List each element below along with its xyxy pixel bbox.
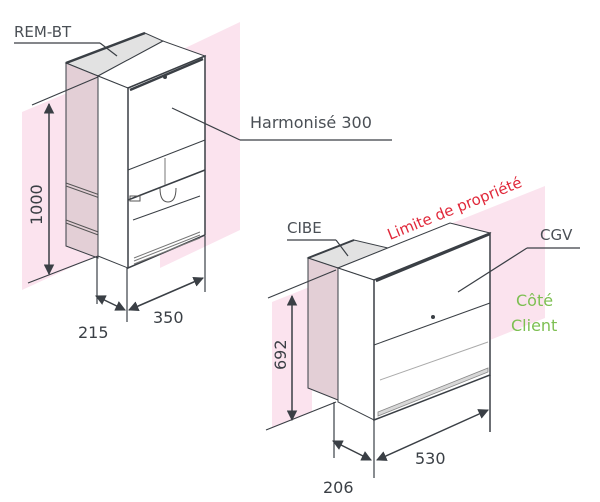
right-unit: CIBE Limite de propriété CGV Côté Client… — [265, 173, 580, 497]
height-value-right: 692 — [271, 339, 290, 370]
width-value-right: 530 — [415, 449, 446, 468]
depth-value-left: 215 — [78, 323, 109, 342]
boiler-side — [97, 75, 129, 269]
cgv-side — [337, 267, 375, 421]
width-dimension-arrow-right — [376, 409, 489, 461]
depth-dimension-arrow — [95, 295, 126, 311]
client-side-label-line2: Client — [511, 316, 557, 335]
width-dimension-arrow — [128, 276, 204, 312]
left-unit: REM-BT Harmonisé 300 1000 215 350 — [14, 22, 392, 342]
cibe-label: CIBE — [287, 219, 322, 237]
rem-bt-side — [65, 62, 99, 259]
depth-value-right: 206 — [323, 478, 354, 497]
cgv-label: CGV — [540, 226, 573, 244]
harmonise-label: Harmonisé 300 — [250, 113, 372, 132]
width-value-left: 350 — [153, 308, 184, 327]
wall-back-right — [440, 186, 545, 340]
client-side-label-line1: Côté — [516, 291, 553, 310]
height-value-left: 1000 — [27, 184, 46, 225]
depth-dimension-arrow-right — [332, 440, 372, 461]
rem-bt-label: REM-BT — [14, 23, 72, 41]
boiler-front — [127, 54, 206, 270]
